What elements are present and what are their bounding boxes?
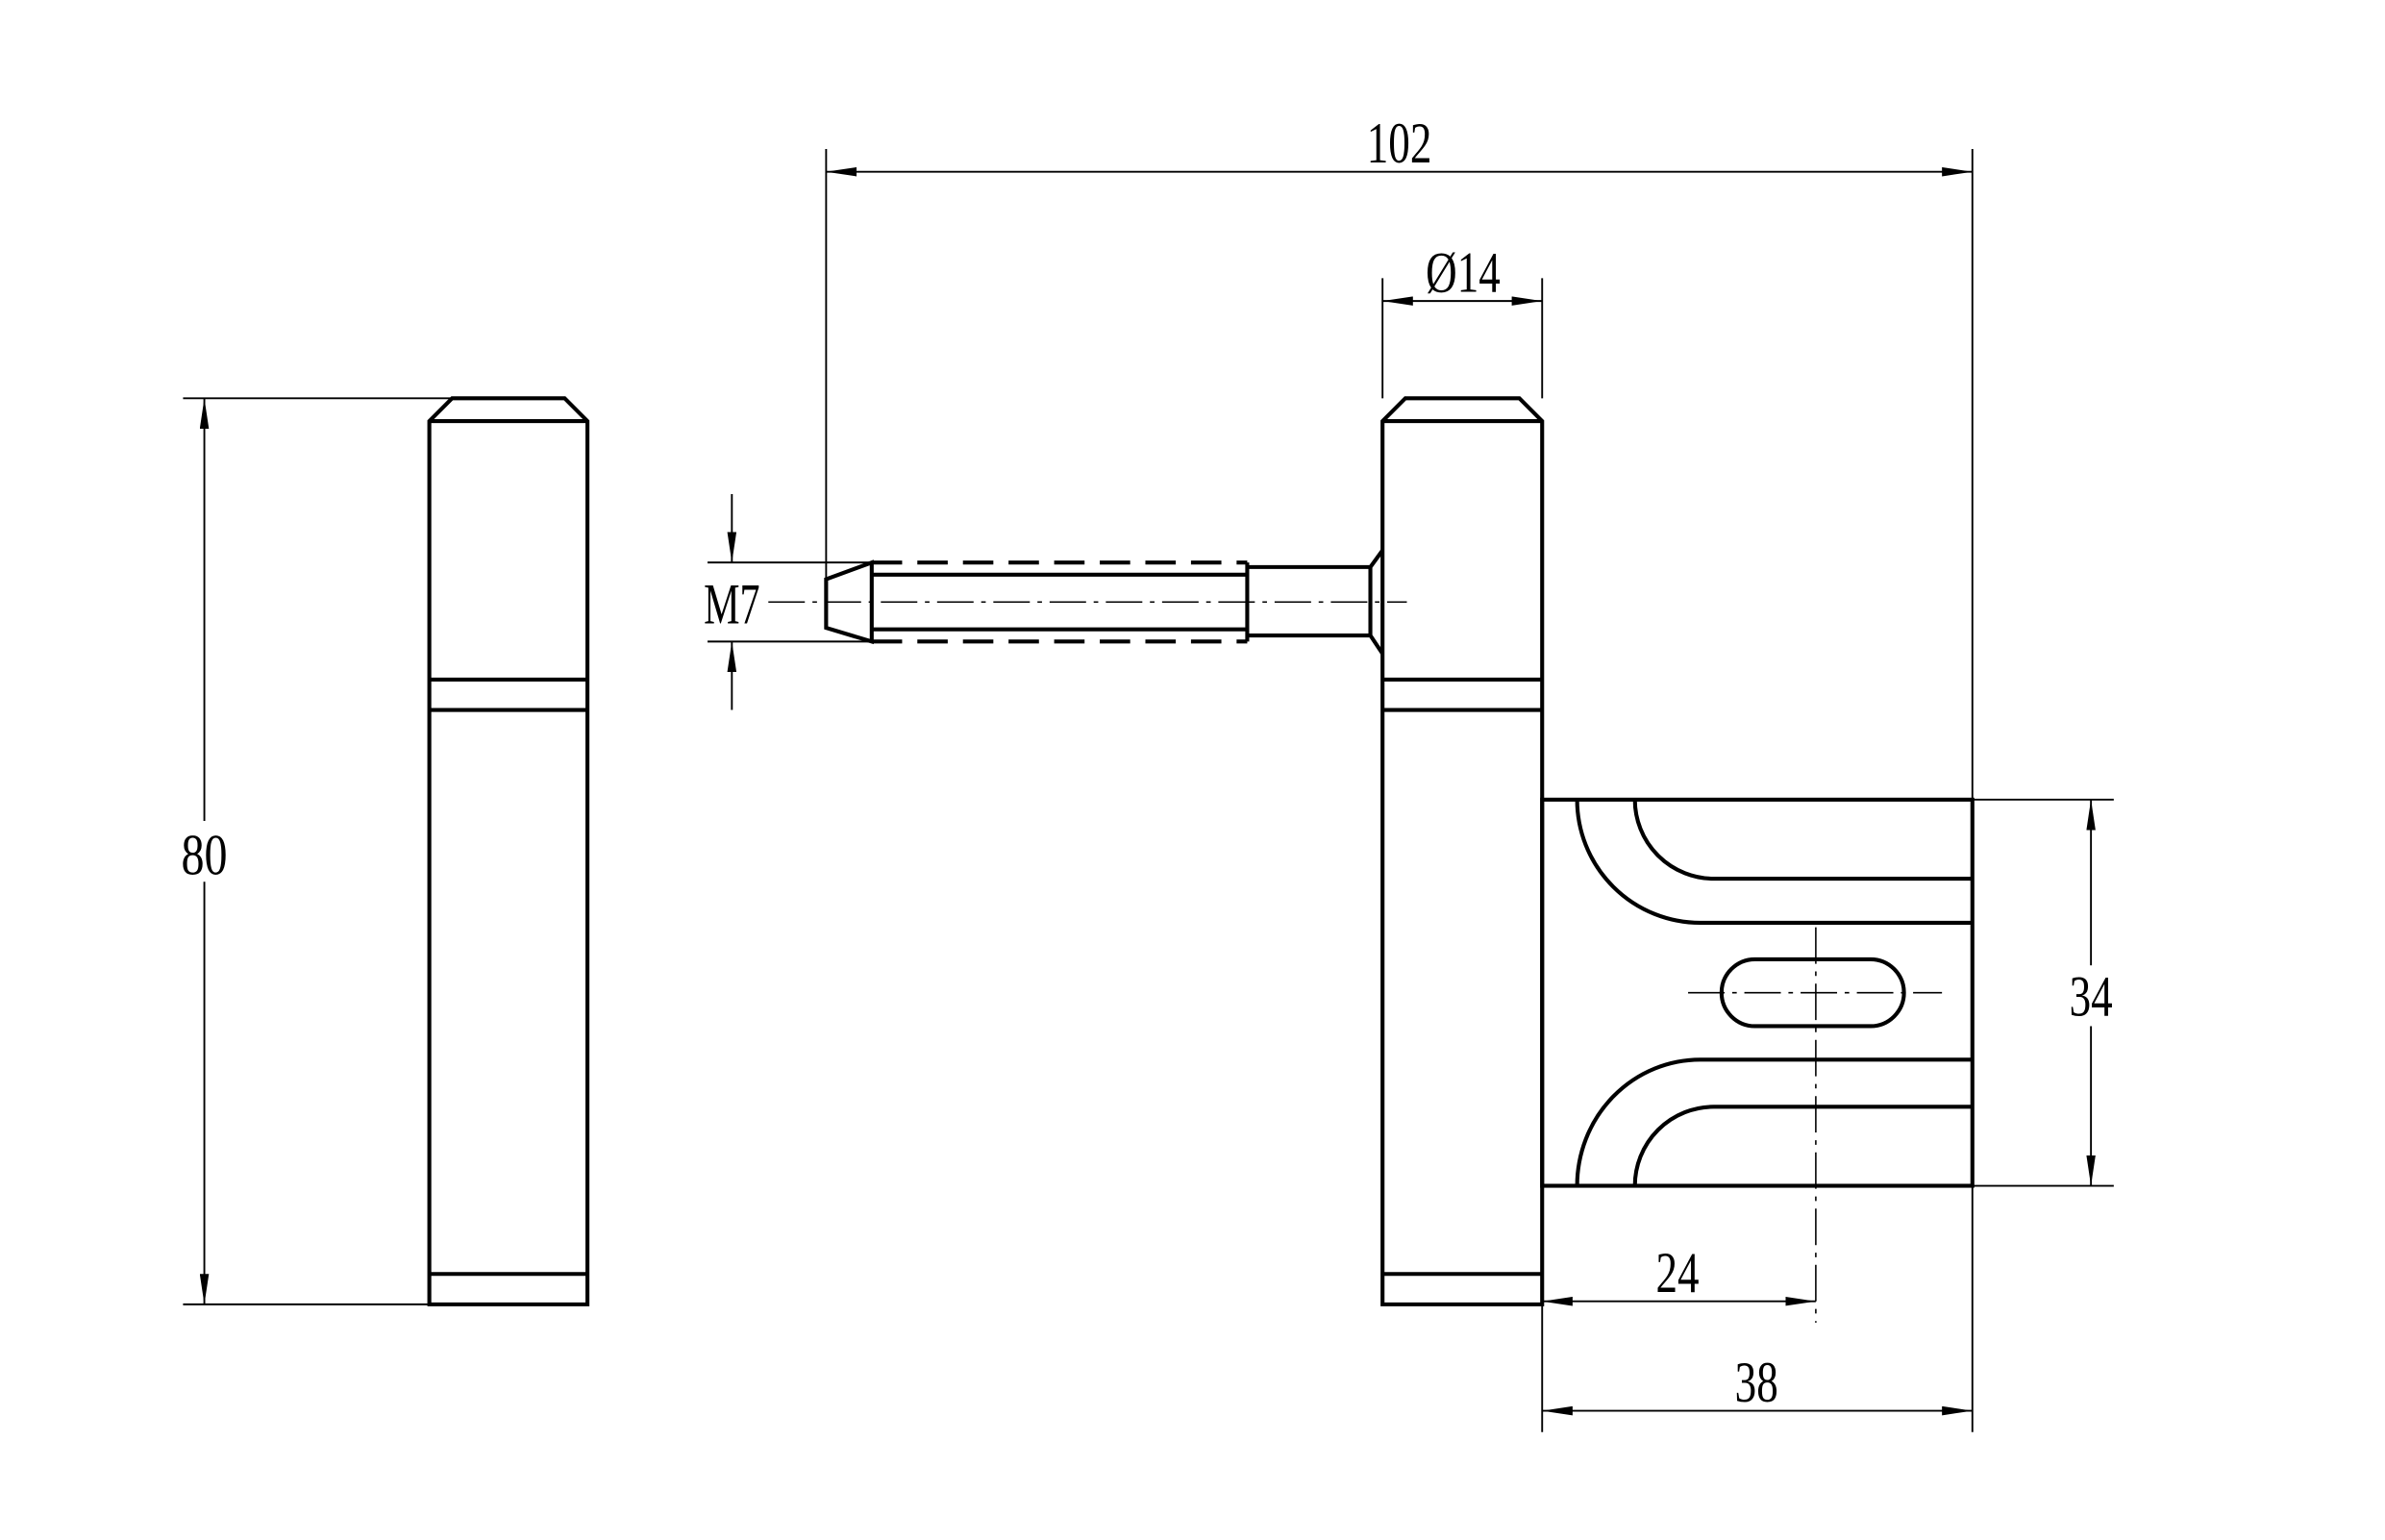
side-view-barrel [427,396,590,1306]
dimension-plate-length: 38 [1542,1185,1974,1432]
overall-length-label: 102 [1367,112,1432,176]
plate-width-label: 34 [2070,965,2113,1029]
pin-diameter-label: Ø14 [1426,242,1501,306]
slot-offset-label: 24 [1655,1242,1699,1305]
dimension-pin-diameter: Ø14 [1381,242,1544,399]
dimension-height: 80 [180,397,453,1305]
threaded-bolt [768,549,1407,656]
mounting-plate [1540,797,1975,1323]
thread-label: M7 [704,573,759,636]
dimension-overall-length: 102 [825,112,1974,800]
height-label: 80 [182,823,228,886]
dimension-plate-width: 34 [1972,798,2121,1187]
front-view-barrel [1380,396,1545,1306]
plate-length-label: 38 [1735,1352,1778,1415]
dimension-thread: M7 [703,493,872,710]
